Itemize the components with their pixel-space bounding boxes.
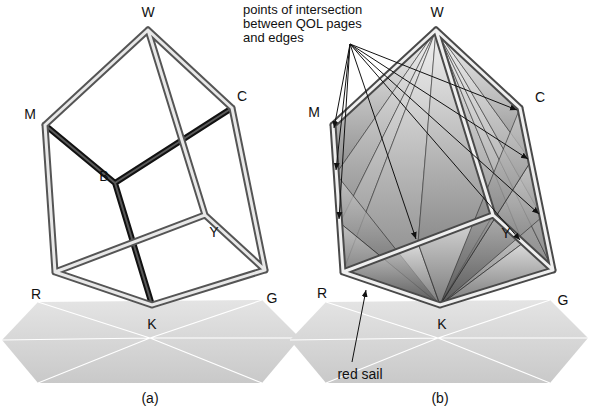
vertex-label: W (430, 4, 443, 20)
vertex-label: K (437, 316, 446, 332)
vertex-label: Y (501, 225, 510, 241)
cube-edges-front (45, 30, 265, 305)
vertex-label: Y (209, 224, 218, 240)
vertex-label: M (24, 106, 36, 122)
vertex-label: R (31, 286, 41, 302)
cube-edges-front (333, 30, 553, 305)
vertex-label: W (141, 4, 154, 20)
vertex-label: R (317, 285, 327, 301)
qol-pages-lower (336, 108, 553, 305)
vertex-label: K (147, 316, 156, 332)
floor-hexagon (290, 300, 588, 383)
leader-arrows (334, 44, 539, 362)
floor-hexagon (2, 300, 300, 383)
vertex-label: C (535, 89, 545, 105)
panel-label: (a) (141, 390, 158, 406)
vertex-label: C (237, 88, 247, 104)
vertex-label: G (558, 292, 569, 308)
callout-text: points of intersection between QOL pages… (243, 3, 378, 45)
vertex-label: M (308, 104, 320, 120)
vertex-label: B (99, 168, 108, 184)
vertex-label: G (267, 290, 278, 306)
callout-text: red sail (337, 366, 382, 382)
panel-label: (b) (431, 390, 448, 406)
